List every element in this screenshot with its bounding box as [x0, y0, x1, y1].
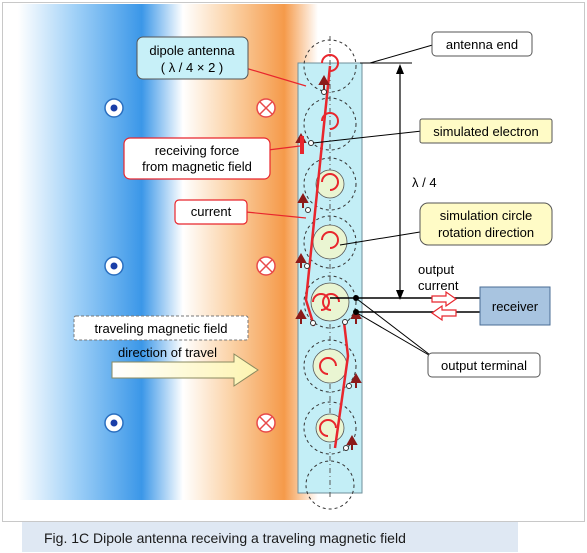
callout-leader	[369, 43, 437, 64]
callout-leader	[356, 298, 435, 359]
lambda-quarter-label: λ / 4	[412, 175, 437, 190]
antenna-end-label: antenna end	[446, 37, 518, 52]
lambda-arrow-up	[396, 64, 404, 74]
lambda-arrow-down	[396, 290, 404, 300]
traveling-field-callout	[73, 315, 249, 341]
direction-of-travel-arrow	[111, 353, 259, 387]
simulated-electrons	[295, 74, 362, 451]
current-path-lower	[333, 321, 350, 449]
output-current-arrow-right	[431, 290, 458, 308]
dot-in-circle-icon	[104, 256, 124, 276]
output-current-label: output	[418, 262, 455, 277]
dipole-diagram: receiver dipole antenna ( λ / 4 × 2 ) an…	[18, 4, 553, 510]
simulated-electron-label: simulated electron	[433, 124, 539, 139]
orange-field-band	[183, 4, 318, 500]
blue-field-band	[18, 4, 183, 500]
receiver-box	[479, 286, 551, 326]
current-path	[304, 65, 332, 327]
callout-leader	[267, 145, 301, 151]
antenna-end-callout	[431, 31, 533, 57]
figure-caption-bar: Fig. 1C Dipole antenna receiving a trave…	[22, 522, 518, 552]
dot-in-circle-icon	[104, 98, 124, 118]
receiving-force-label: receiving force	[155, 143, 240, 158]
receiving-force-label-2: from magnetic field	[142, 159, 252, 174]
simulation-circle-label: simulation circle	[440, 208, 532, 223]
output-terminal-label: output terminal	[441, 358, 527, 373]
dipole-antenna-callout	[136, 36, 249, 80]
simulated-electron-callout	[419, 118, 553, 144]
direction-of-travel-label: direction of travel	[118, 345, 217, 360]
current-callout	[174, 199, 248, 225]
callout-leader	[339, 231, 421, 246]
force-indicator	[300, 136, 304, 154]
output-current-arrow-left	[430, 304, 457, 322]
output-current-label-2: current	[418, 278, 459, 293]
dipole-antenna-label: dipole antenna	[149, 43, 235, 58]
simulation-circle-callout	[419, 202, 553, 246]
dipole-antenna-size: ( λ / 4 × 2 )	[161, 60, 224, 75]
x-in-circle-icon	[256, 98, 276, 118]
figure-caption: Fig. 1C Dipole antenna receiving a trave…	[44, 530, 406, 546]
x-in-circle-icon	[256, 256, 276, 276]
traveling-field-label: traveling magnetic field	[95, 321, 228, 336]
callout-leader	[245, 211, 307, 219]
callout-leader	[312, 130, 423, 144]
callout-leader	[356, 312, 435, 359]
simulation-circle-label-2: rotation direction	[438, 225, 534, 240]
receiver-label: receiver	[492, 299, 539, 314]
receiving-force-callout	[123, 137, 271, 180]
figure-frame	[2, 2, 585, 522]
x-in-circle-icon	[256, 413, 276, 433]
current-label: current	[191, 204, 232, 219]
dot-in-circle-icon	[104, 413, 124, 433]
output-terminal-callout	[427, 352, 541, 378]
